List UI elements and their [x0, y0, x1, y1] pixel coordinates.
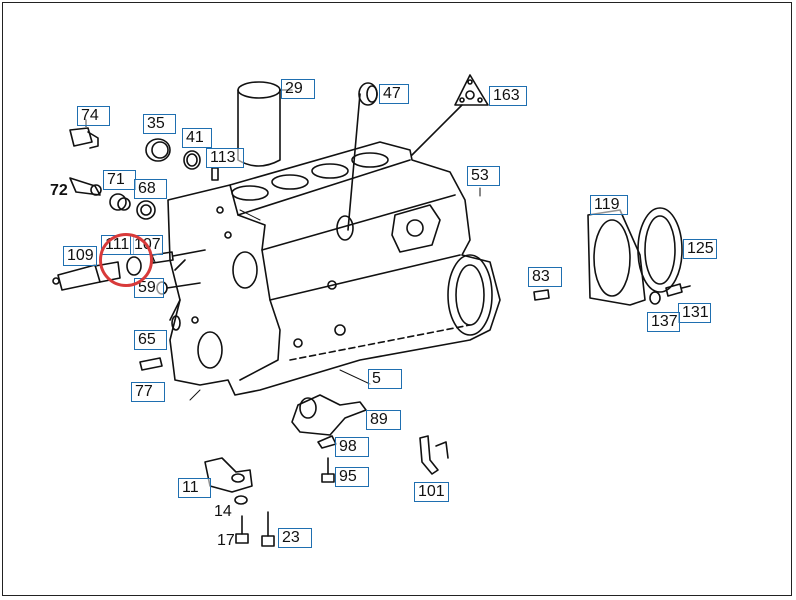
bolt-95-part	[321, 457, 335, 483]
callout-74[interactable]: 74	[77, 106, 110, 126]
callout-59[interactable]: 59	[134, 278, 164, 298]
bracket-89-part	[291, 394, 367, 436]
dowel-83-part	[533, 289, 550, 301]
callout-119[interactable]: 119	[590, 195, 628, 215]
callout-131[interactable]: 131	[678, 303, 711, 323]
callout-125[interactable]: 125	[683, 239, 717, 259]
plug-35-part	[145, 138, 171, 162]
ring-111-part	[126, 256, 142, 276]
bolt-23-part	[261, 511, 275, 547]
callout-95[interactable]: 95	[335, 467, 369, 487]
engine-block	[167, 141, 501, 396]
label-72[interactable]: 72	[50, 182, 68, 199]
callout-68[interactable]: 68	[134, 179, 167, 199]
washer-14-part	[234, 495, 248, 505]
callout-113[interactable]: 113	[206, 148, 244, 168]
callout-101[interactable]: 101	[414, 482, 449, 502]
bolt-131-part	[665, 283, 691, 297]
callout-83[interactable]: 83	[528, 267, 562, 287]
seal-ring-41-part	[183, 150, 201, 170]
leader-lines	[151, 187, 481, 401]
plug-72-part	[69, 177, 102, 196]
bolt-17-part	[235, 515, 249, 544]
ring-68-part	[136, 200, 156, 220]
washer-137-part	[649, 291, 661, 305]
dowel-113-part	[211, 167, 219, 181]
plug-71-part	[109, 193, 131, 211]
callout-11[interactable]: 11	[178, 478, 211, 498]
rear-seal-125-part	[637, 207, 683, 293]
callout-53[interactable]: 53	[467, 166, 500, 186]
mount-11-part	[204, 457, 253, 493]
callout-35[interactable]: 35	[143, 114, 176, 134]
cover-plate-163-part	[411, 74, 489, 156]
callout-5[interactable]: 5	[368, 369, 402, 389]
clip-98-part	[317, 435, 337, 449]
callout-98[interactable]: 98	[335, 437, 369, 457]
callout-163[interactable]: 163	[489, 86, 527, 106]
callout-47[interactable]: 47	[379, 84, 409, 104]
callout-89[interactable]: 89	[366, 410, 401, 430]
label-14[interactable]: 14	[214, 503, 232, 520]
callout-107[interactable]: 107	[130, 235, 163, 255]
callout-137[interactable]: 137	[647, 312, 680, 332]
callout-41[interactable]: 41	[182, 128, 212, 148]
callout-65[interactable]: 65	[134, 330, 167, 350]
callout-77[interactable]: 77	[131, 382, 165, 402]
rear-cover-119-part	[587, 209, 646, 306]
pipe-101-part	[419, 435, 449, 475]
callout-23[interactable]: 23	[278, 528, 312, 548]
plug-65-part	[171, 315, 181, 331]
callout-109[interactable]: 109	[63, 246, 97, 266]
plug-47-part	[347, 82, 378, 231]
callout-71[interactable]: 71	[103, 170, 136, 190]
sender-109-part	[52, 261, 121, 291]
label-17[interactable]: 17	[217, 532, 235, 549]
sleeve-77-part	[139, 357, 163, 371]
callout-29[interactable]: 29	[281, 79, 315, 99]
